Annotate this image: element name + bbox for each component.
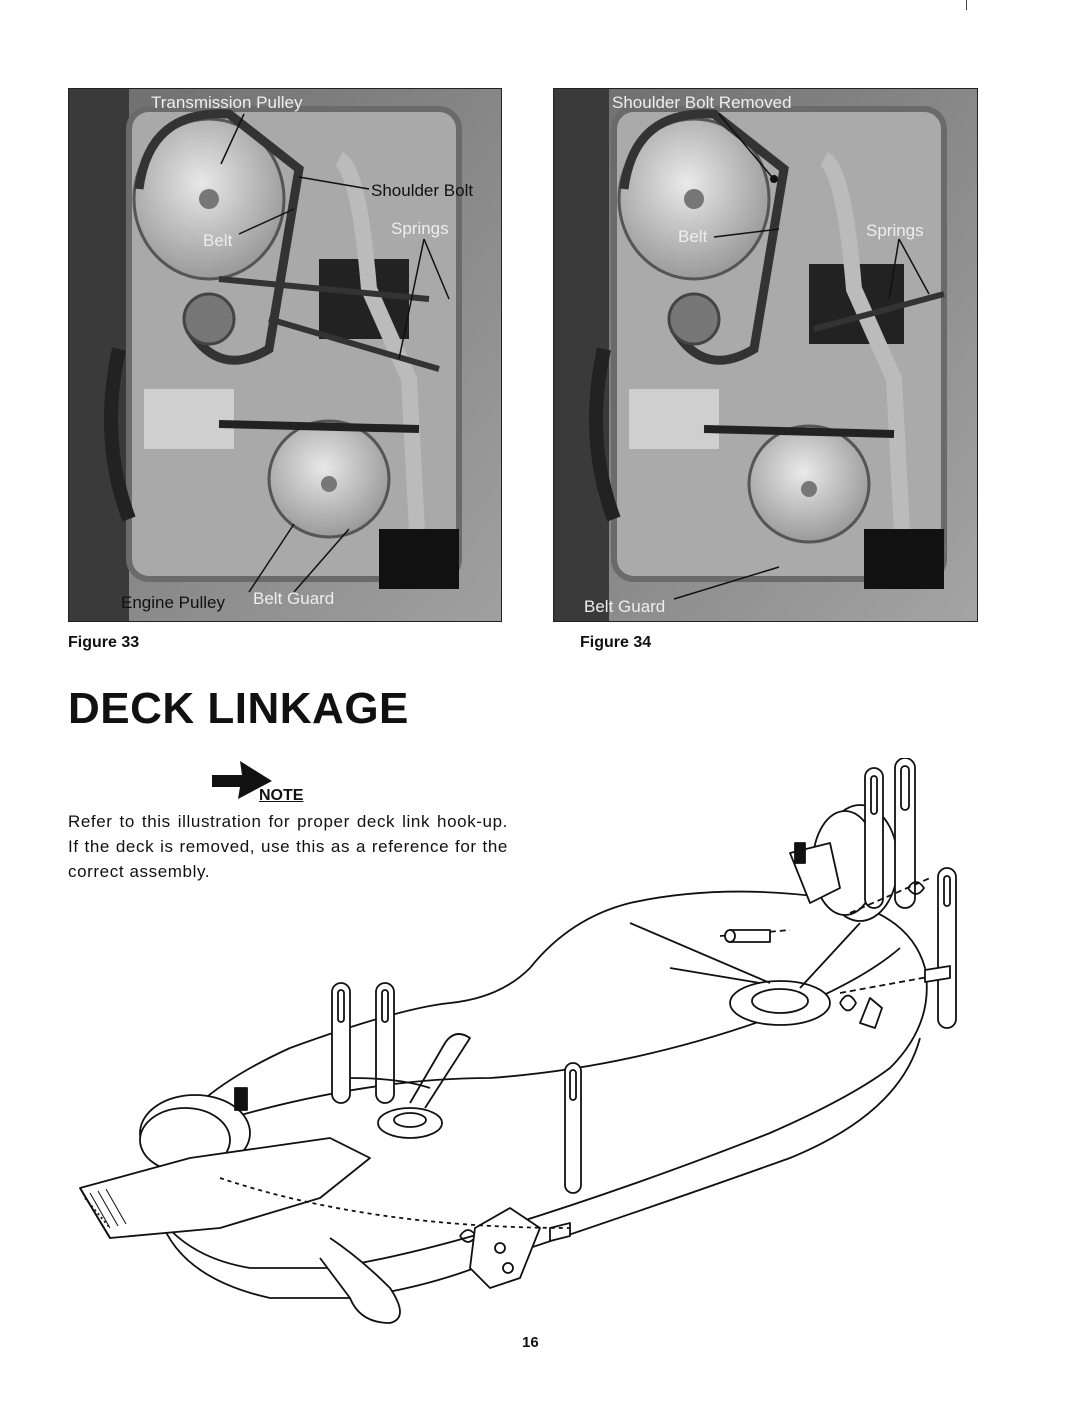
label-springs: Springs [391, 219, 449, 238]
label-belt-guard: Belt Guard [584, 597, 666, 616]
discharge-chute [79, 1137, 371, 1239]
spindle-housing-left [377, 1107, 443, 1139]
deck-link [331, 982, 351, 1104]
note-text: Refer to this illustration for proper de… [68, 812, 508, 881]
label-engine-pulley: Engine Pulley [121, 593, 225, 612]
deck-link [864, 767, 884, 909]
label-belt: Belt [203, 231, 233, 250]
label-springs: Springs [866, 221, 924, 240]
figure-33-photo: Transmission Pulley Shoulder Bolt Belt S… [68, 88, 502, 622]
deck-link [564, 1062, 582, 1194]
deck-link [894, 758, 916, 909]
stray-mark [966, 0, 967, 10]
deck-link [375, 982, 395, 1104]
label-transmission-pulley: Transmission Pulley [151, 93, 303, 112]
label-belt: Belt [678, 227, 708, 246]
spindle-housing-right [729, 980, 831, 1026]
deck-linkage-diagram [79, 758, 957, 1324]
note-label: NOTE [259, 787, 304, 804]
label-shoulder-bolt-removed: Shoulder Bolt Removed [612, 93, 792, 112]
note-arrow-icon [212, 761, 272, 799]
figure-33-image [69, 89, 501, 621]
figure-34-caption: Figure 34 [580, 634, 652, 651]
page-number: 16 [522, 1334, 539, 1351]
deck-body [159, 890, 928, 1269]
deck-link [937, 867, 957, 1029]
section-title: DECK LINKAGE [68, 684, 409, 733]
figure-34-photo: Shoulder Bolt Removed Belt Springs Belt … [553, 88, 978, 622]
figure-33-caption: Figure 33 [68, 634, 140, 651]
figure-34-image [554, 89, 977, 621]
label-shoulder-bolt: Shoulder Bolt [371, 181, 474, 200]
label-belt-guard: Belt Guard [253, 589, 335, 608]
